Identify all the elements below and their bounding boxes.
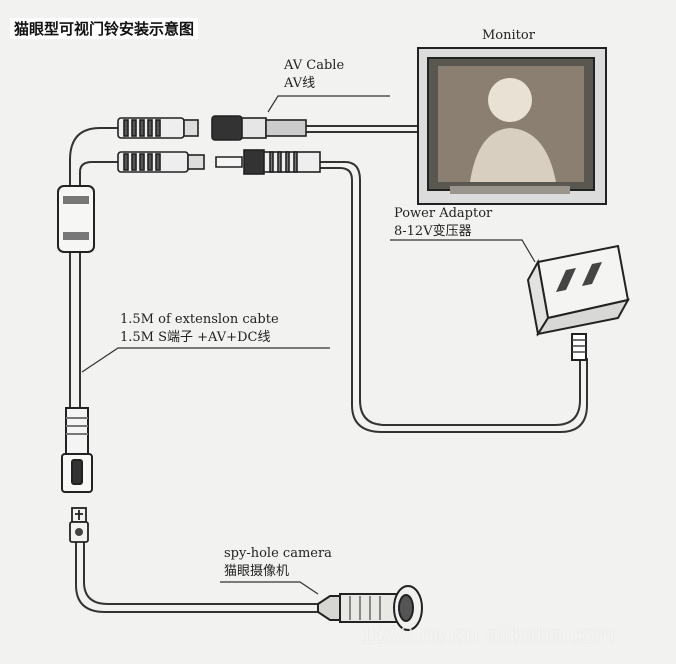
trunk-connector xyxy=(61,407,93,493)
camera-label-en: spy-hole camera xyxy=(224,546,332,561)
ferrite-choke xyxy=(57,185,95,253)
power-adaptor xyxy=(526,244,630,361)
extension-cable-label-cn: 1.5M S端子 +AV+DC线 xyxy=(120,330,271,345)
spy-hole-camera xyxy=(317,585,423,631)
av-branch-cable xyxy=(69,127,120,186)
page-title: 猫眼型可视门铃安装示意图 xyxy=(10,18,199,39)
dc-connector xyxy=(117,149,321,175)
extension-cable-label-en: 1.5M of extenslon cabte xyxy=(120,312,279,327)
power-adaptor-label-cn: 8-12V变压器 xyxy=(394,224,472,239)
camera-plug xyxy=(69,507,89,543)
power-adaptor-label-en: Power Adaptor xyxy=(394,206,493,221)
av-cable-label-en: AV Cable xyxy=(284,58,345,73)
leader-lines xyxy=(81,95,536,595)
camera-label-cn: 猫眼摄像机 xyxy=(224,564,290,579)
dc-power-cable xyxy=(320,161,581,426)
av-connector xyxy=(117,115,307,141)
dc-branch-cable xyxy=(79,161,120,186)
monitor-label: Monitor xyxy=(482,28,535,43)
av-cable-label-cn: AV线 xyxy=(284,76,316,91)
monitor xyxy=(417,47,607,205)
watermark: 1688.ne.cn alibaba.com xyxy=(360,622,615,649)
camera-cable xyxy=(75,540,320,613)
